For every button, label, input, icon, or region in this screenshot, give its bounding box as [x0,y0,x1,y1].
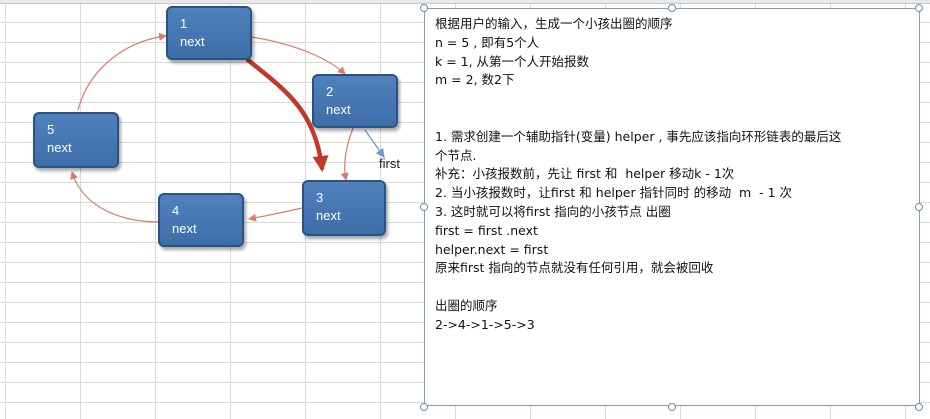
node-4-next: next [172,221,197,236]
resize-handle-top-right[interactable] [915,4,923,12]
text-line: 补充：小孩报数前，先让 first 和 helper 移动k - 1次 [435,166,735,182]
resize-handle-middle-left[interactable] [420,203,428,211]
helper-move-arrow [245,57,329,172]
column-header-strip [0,0,930,4]
resize-handle-top-middle[interactable] [668,4,676,12]
resize-handle-bottom-left[interactable] [420,403,428,411]
text-line: n = 5 , 即有5个人 [435,34,540,50]
resize-handle-top-left[interactable] [420,4,428,12]
text-line: 根据用户的输入，生成一个小孩出圈的顺序 [435,16,673,31]
node-4-id: 4 [172,203,180,218]
text-line: 2. 当小孩报数时，让first 和 helper 指针同时 的移动 m - 1… [435,185,793,201]
text-line: 出圈的顺序 [435,297,498,313]
text-line: m = 2, 数2下 [435,72,515,88]
node-3-next: next [316,208,341,223]
node-2-id: 2 [326,84,334,99]
text-line: 2->4->1->5->3 [435,316,535,332]
node-3: 3 next [302,180,386,236]
text-line: k = 1, 从第一个人开始报数 [435,53,590,69]
text-line: 原来first 指向的节点就没有任何引用，就会被回收 [435,260,714,276]
node-5-next: next [47,140,72,155]
text-line: 个节点. [435,147,477,163]
node-1-id: 1 [180,16,188,31]
node-5: 5 next [33,112,119,168]
text-line-blank [435,278,909,297]
text-line: helper.next = first [435,241,549,257]
link-3-to-4 [248,207,303,222]
resize-handle-bottom-middle[interactable] [668,403,676,411]
link-1-to-2 [251,36,346,75]
node-3-id: 3 [316,190,324,205]
node-1: 1 next [166,6,252,60]
link-2-to-3 [340,127,354,181]
node-5-id: 5 [47,122,55,137]
text-line-blank [435,90,909,109]
resize-handle-middle-right[interactable] [915,203,923,211]
node-2: 2 next [312,74,398,128]
resize-handle-bottom-right[interactable] [915,403,923,411]
explanation-textbox[interactable]: 根据用户的输入，生成一个小孩出圈的顺序 n = 5 , 即有5个人 k = 1,… [424,8,920,406]
text-line-blank [435,109,909,128]
link-5-to-1 [77,32,167,111]
first-pointer-label: first [379,156,400,171]
link-4-to-5 [70,171,161,223]
text-line: first = first .next [435,222,538,238]
node-1-next: next [180,34,205,49]
text-line: 3. 这时就可以将first 指向的小孩节点 出圈 [435,203,671,219]
first-pointer-arrow [364,129,385,158]
node-2-next: next [326,102,351,117]
text-line: 1. 需求创建一个辅助指针(变量) helper , 事先应该指向环形链表的最后… [435,128,842,144]
node-4: 4 next [158,193,244,247]
